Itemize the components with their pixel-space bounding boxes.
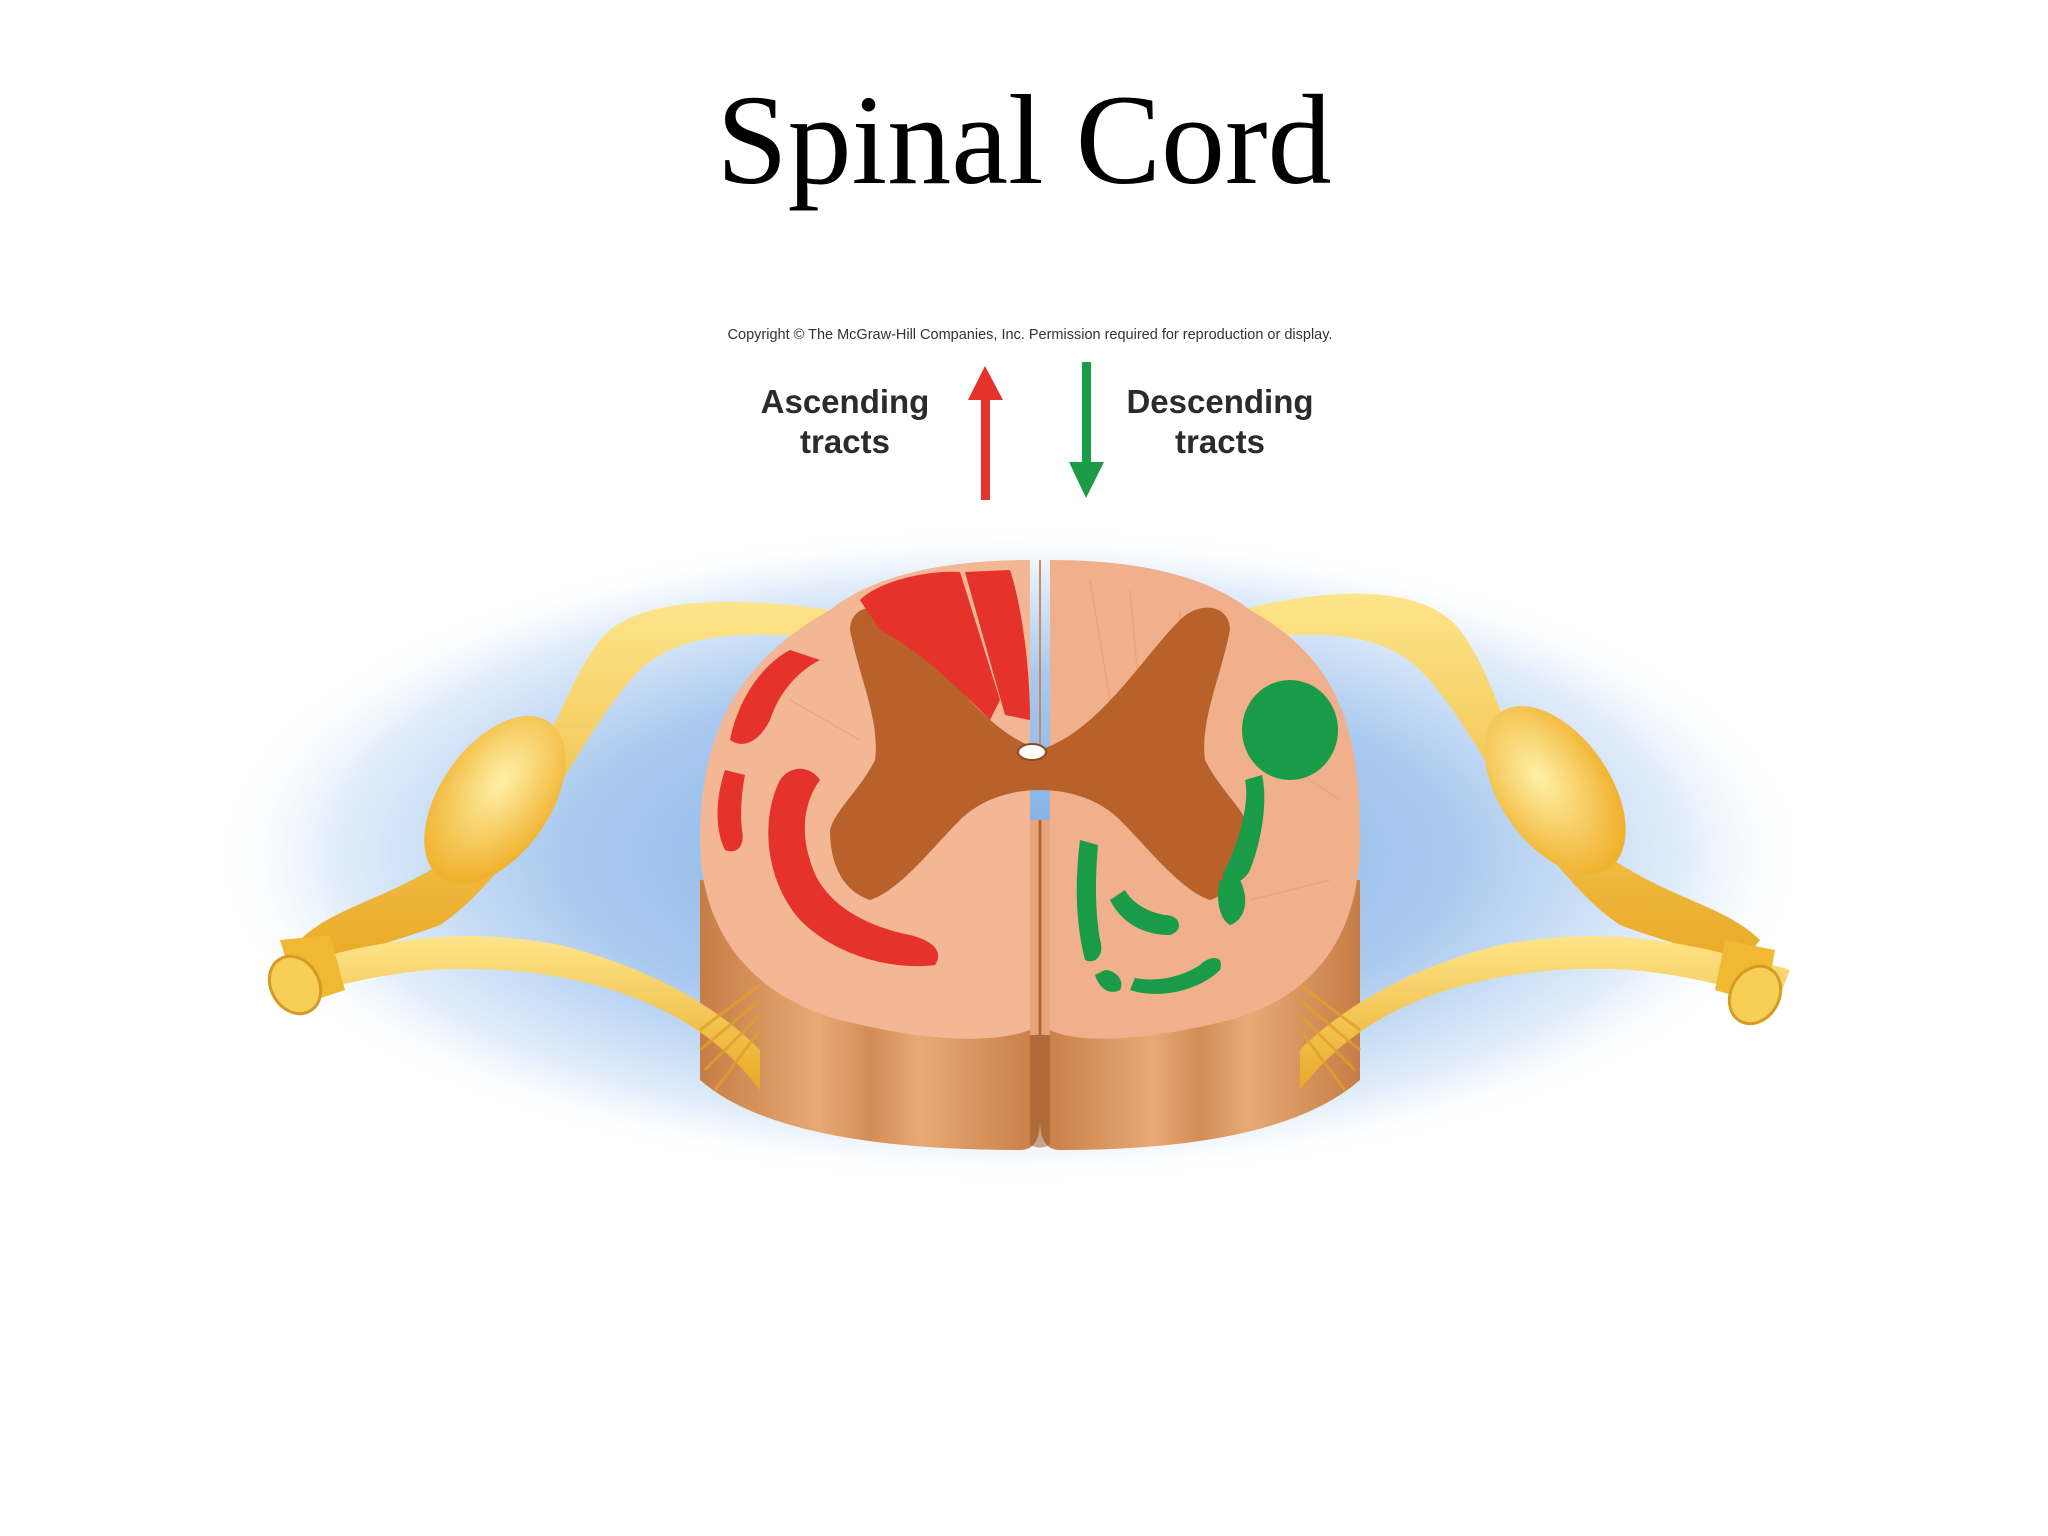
right-spinal-nerve bbox=[1240, 593, 1790, 1091]
descending-label-line2: tracts bbox=[1175, 423, 1265, 460]
ascending-tracts bbox=[717, 570, 1030, 967]
descending-label-line1: Descending bbox=[1126, 383, 1314, 420]
descending-tracts-label: Descending tracts bbox=[1090, 382, 1350, 462]
ascending-label-line2: tracts bbox=[800, 423, 890, 460]
ascending-arrow bbox=[968, 366, 1003, 500]
right-nerve-cut-end bbox=[1727, 964, 1783, 1026]
ascending-label-line1: Ascending bbox=[760, 383, 930, 420]
descending-tracts bbox=[1076, 680, 1338, 994]
left-nerve-cut-end bbox=[267, 954, 323, 1016]
descending-arrow bbox=[1069, 362, 1104, 498]
copyright-notice: Copyright © The McGraw-Hill Companies, I… bbox=[727, 327, 1333, 343]
ascending-tracts-label: Ascending tracts bbox=[720, 382, 970, 462]
central-canal bbox=[1017, 743, 1047, 761]
left-spinal-nerve bbox=[267, 601, 830, 1091]
left-dorsal-root-ganglion bbox=[424, 716, 566, 884]
right-dorsal-root-ganglion bbox=[1484, 706, 1626, 874]
slide-title: Spinal Cord bbox=[716, 69, 1332, 211]
